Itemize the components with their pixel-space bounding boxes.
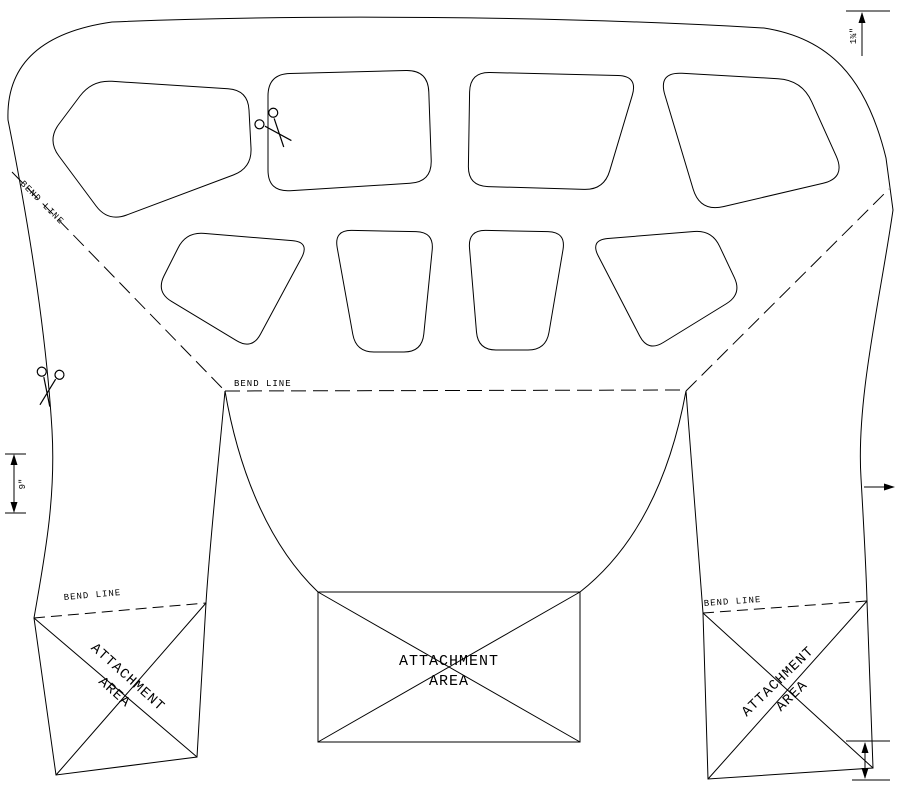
attachment-area-center-label: ATTACHMENT AREA bbox=[399, 653, 499, 690]
scissors-icon bbox=[36, 366, 65, 407]
bend-line-bottom-right bbox=[702, 600, 868, 614]
cutout-hole bbox=[267, 69, 432, 192]
dimension-right-arrow bbox=[864, 483, 895, 491]
dimension-top-right: 1¾" bbox=[849, 28, 859, 44]
bend-line-left-diagonal bbox=[11, 171, 226, 392]
cutout-hole bbox=[595, 230, 738, 347]
cutout-hole bbox=[468, 229, 564, 351]
bend-line-label-middle: BEND LINE bbox=[234, 379, 292, 389]
attachment-center-box bbox=[317, 591, 581, 743]
cutout-hole bbox=[467, 71, 635, 190]
cutout-hole bbox=[160, 232, 305, 345]
bend-line-bottom-left bbox=[33, 602, 207, 619]
dimension-top-right-marker: 1¾" bbox=[846, 10, 890, 56]
bend-line-label-bottom-left: BEND LINE bbox=[63, 588, 121, 603]
cutout-hole bbox=[52, 80, 252, 218]
dimension-left: 9" bbox=[18, 479, 28, 490]
cutout-hole bbox=[662, 72, 840, 209]
dimension-bottom-right-marker bbox=[846, 740, 890, 781]
dimension-left-marker: 9" bbox=[5, 453, 28, 514]
bend-line-right-diagonal bbox=[685, 188, 890, 392]
attachment-area-right-label: ATTACHMENT AREA bbox=[739, 644, 818, 721]
scissors-icon bbox=[254, 107, 292, 148]
attachment-left-diagonals bbox=[33, 602, 207, 776]
bend-line-label-bottom-right: BEND LINE bbox=[704, 595, 762, 609]
bend-line-horizontal bbox=[224, 389, 687, 392]
bend-line-label-top-left: BEND LINE bbox=[18, 179, 66, 227]
attachment-center-line1: ATTACHMENT bbox=[399, 653, 499, 670]
attachment-area-left-label: ATTACHMENT AREA bbox=[87, 640, 168, 715]
cutout-hole bbox=[336, 229, 433, 353]
attachment-center-line2: AREA bbox=[429, 673, 469, 690]
attachment-right-diagonals bbox=[702, 600, 874, 780]
